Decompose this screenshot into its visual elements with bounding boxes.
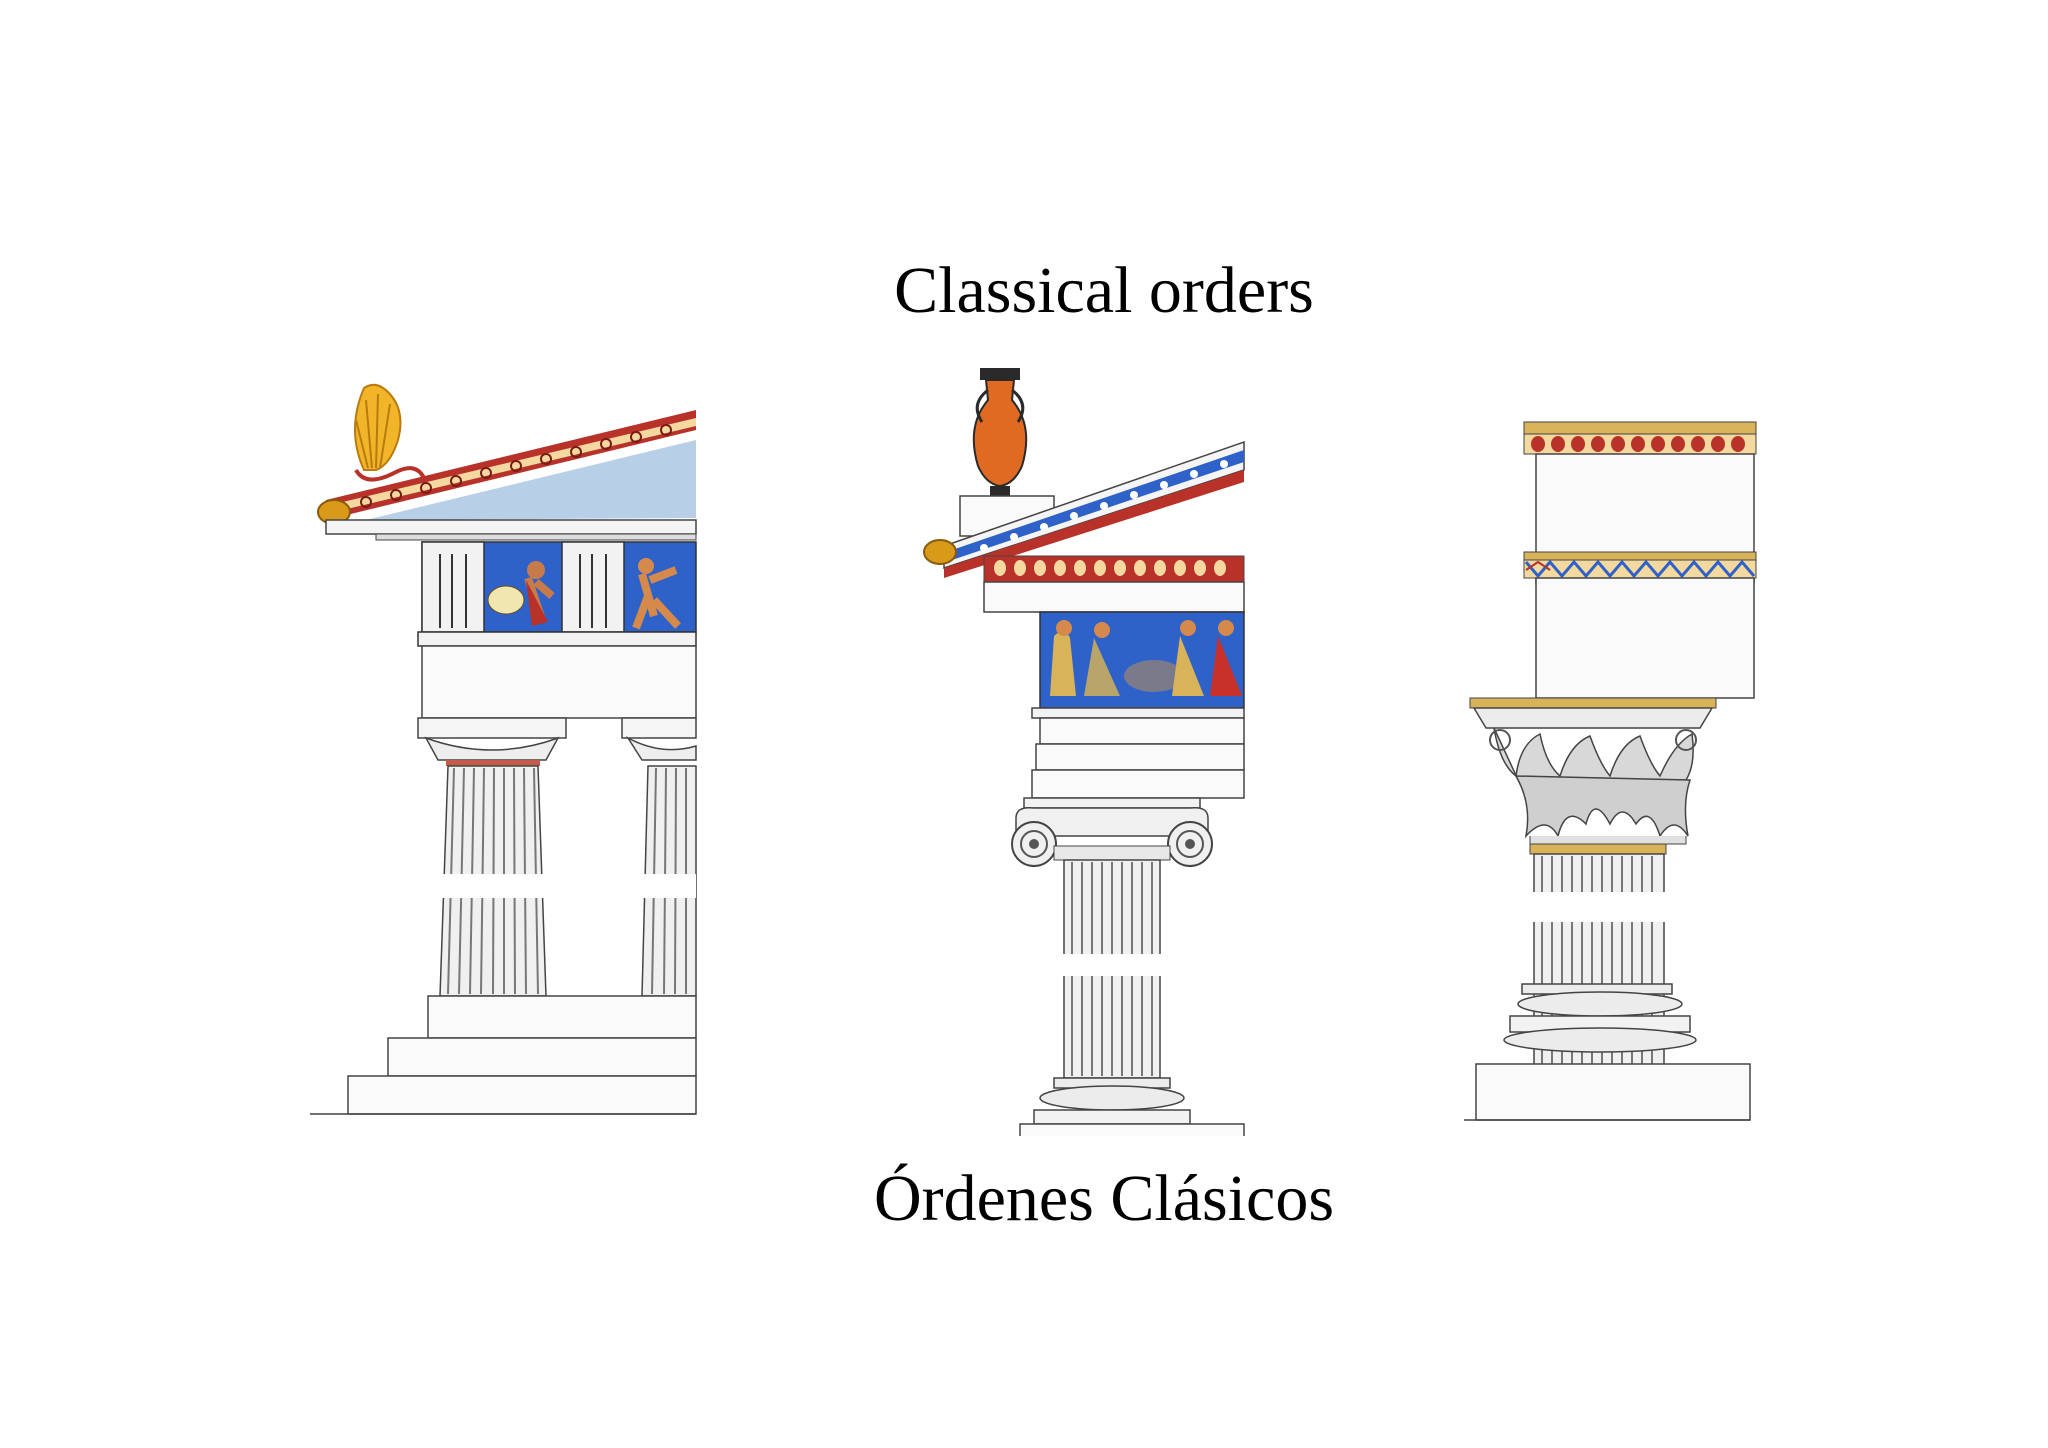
doric-order-illustration — [310, 383, 697, 1115]
acanthus-capital-icon — [1489, 727, 1697, 845]
page-subtitle: Órdenes Clásicos — [873, 1162, 1335, 1235]
page-title: Classical orders — [894, 254, 1314, 327]
corinthian-order-illustration — [1464, 421, 1757, 1121]
palmette-acroterion-icon — [354, 383, 426, 482]
lion-head-spout-icon — [923, 539, 957, 565]
frieze-procession-icon — [1050, 620, 1242, 696]
amphora-acroterion-icon — [968, 368, 1032, 506]
volute-capital-icon — [1011, 797, 1213, 867]
metope-figures-icon — [487, 558, 681, 630]
ionic-order-illustration — [923, 368, 1245, 1136]
